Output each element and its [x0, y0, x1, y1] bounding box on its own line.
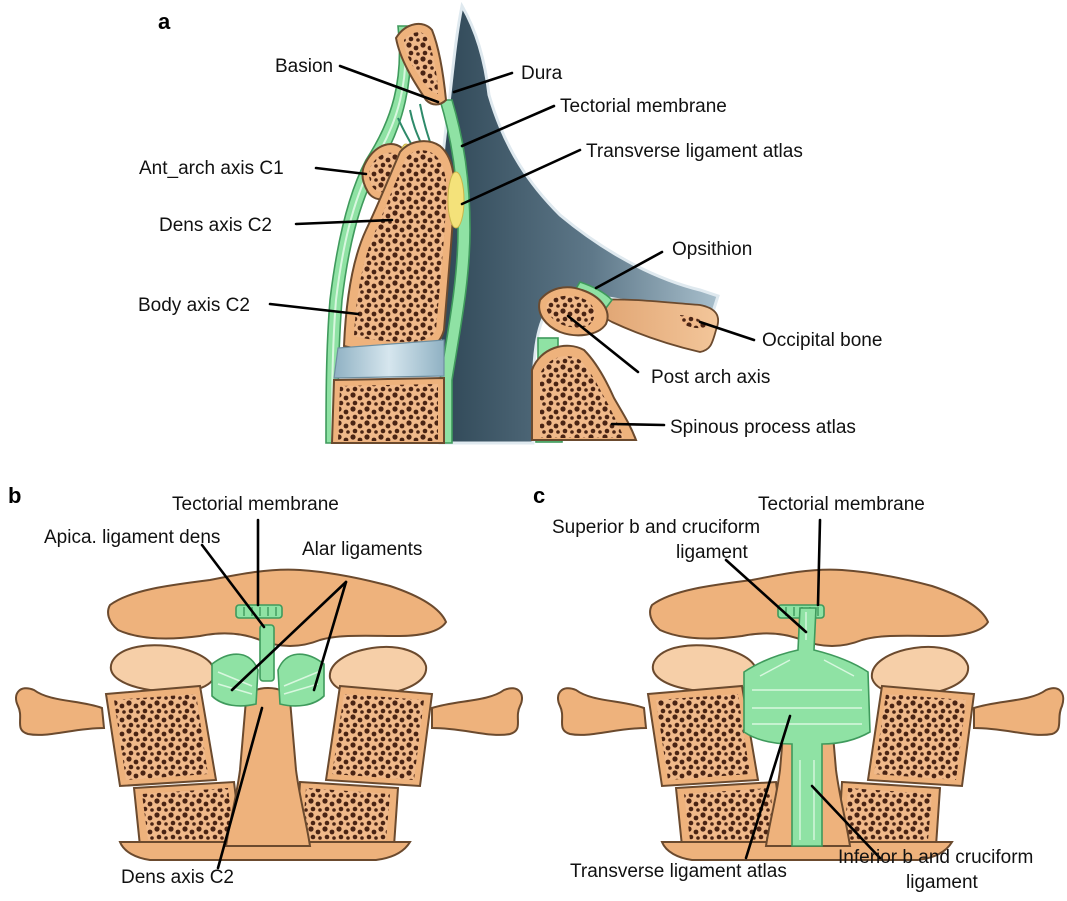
panel-b-letter: b	[8, 483, 21, 508]
c2-block-left-marrow-c	[656, 694, 750, 780]
tectorial-membrane-band-b	[236, 605, 282, 618]
label-basion: Basion	[275, 56, 333, 77]
label-dens-axis-b: Dens axis C2	[121, 867, 234, 888]
lateral-mass-left-c	[653, 645, 757, 691]
label-opsithion: Opsithion	[672, 239, 752, 260]
label-spinous-process: Spinous process atlas	[670, 417, 856, 438]
label-inferior-band-line1-c: Inferior b and cruciform	[838, 847, 1033, 868]
label-post-arch: Post arch axis	[651, 367, 770, 388]
c3-block-right-marrow-b	[302, 788, 390, 840]
label-tectorial-membrane-c: Tectorial membrane	[758, 494, 925, 515]
label-transverse-ligament-a: Transverse ligament atlas	[586, 141, 803, 162]
transverse-process-right-b	[432, 688, 522, 735]
label-alar-ligaments-b: Alar ligaments	[302, 539, 422, 560]
label-transverse-ligament-c: Transverse ligament atlas	[570, 861, 787, 882]
transverse-process-left-c	[558, 688, 646, 735]
leader-ant-arch	[316, 168, 366, 174]
panel-c: c Tectorial mem	[533, 483, 1063, 893]
label-ant-arch: Ant_arch axis C1	[139, 158, 284, 179]
panel-b: b	[8, 483, 522, 888]
label-inferior-band-line2-c: ligament	[906, 872, 979, 893]
alar-ligament-left-b	[212, 654, 258, 706]
c3-block-left-marrow-b	[142, 788, 234, 840]
panel-c-letter: c	[533, 483, 545, 508]
label-tectorial-membrane-b: Tectorial membrane	[172, 494, 339, 515]
label-apical-ligament-b: Apica. ligament dens	[44, 527, 220, 548]
c2-block-left-marrow-b	[114, 694, 208, 780]
c2-block-right-marrow-c	[874, 694, 966, 780]
panel-a-letter: a	[158, 9, 171, 34]
vertebral-body-c3-marrow	[338, 384, 438, 441]
label-dens-axis-a: Dens axis C2	[159, 215, 272, 236]
transverse-process-left-b	[16, 688, 104, 735]
label-dura: Dura	[521, 63, 563, 84]
label-superior-band-line2-c: ligament	[676, 542, 749, 563]
lateral-mass-left-b	[111, 645, 215, 691]
leader-spinous	[612, 424, 664, 425]
leader-body-axis	[270, 304, 358, 314]
c2-block-right-marrow-b	[332, 694, 424, 780]
panel-a: a	[138, 6, 882, 443]
c3-block-left-marrow-c	[684, 788, 776, 840]
label-tectorial-membrane-a: Tectorial membrane	[560, 96, 727, 117]
transverse-ligament-a	[448, 172, 464, 228]
label-body-axis: Body axis C2	[138, 295, 250, 316]
transverse-process-right-c	[974, 688, 1063, 735]
label-superior-band-line1-c: Superior b and cruciform	[552, 517, 760, 538]
dens-column-b	[226, 688, 310, 846]
label-occipital-bone: Occipital bone	[762, 330, 882, 351]
